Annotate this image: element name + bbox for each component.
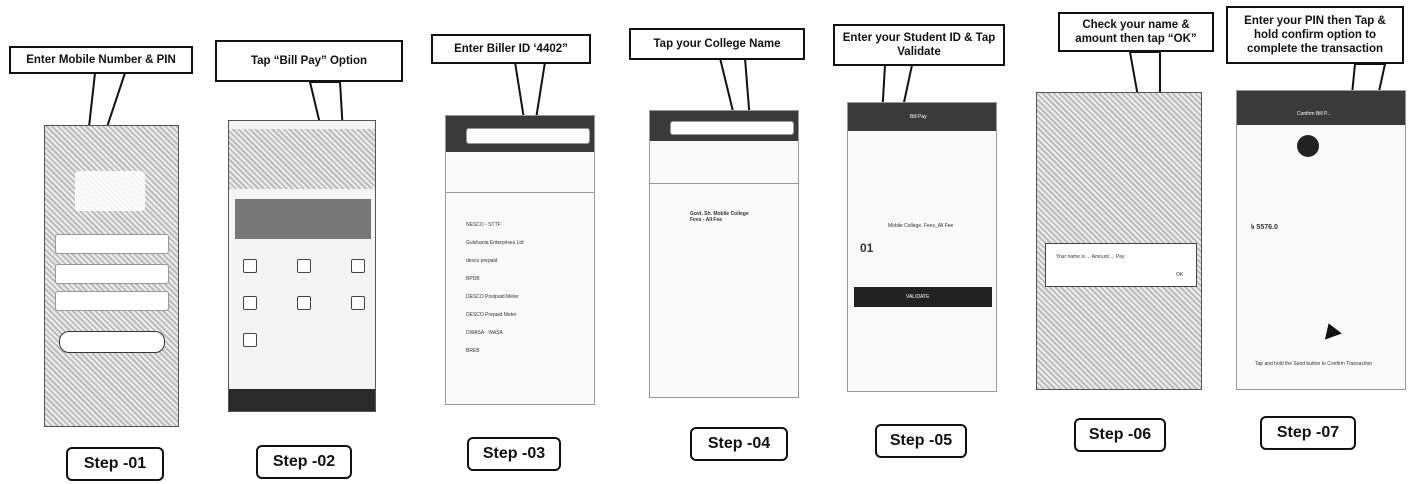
- phone-screen-pin-confirm: Confirm Bill P... ৳ 5576.0 Tap and hold …: [1236, 90, 1406, 390]
- college-search-input[interactable]: [670, 121, 794, 135]
- make-payment-icon[interactable]: [297, 296, 311, 310]
- step-5: Enter your Student ID & Tap Validate Bil…: [817, 0, 1010, 484]
- avatar: [1297, 135, 1319, 157]
- step-label-7: Step -07: [1260, 416, 1356, 450]
- login-button[interactable]: [59, 331, 165, 353]
- step-label-3: Step -03: [467, 437, 561, 471]
- step-label-6: Step -06: [1074, 418, 1166, 452]
- callout-step-7: Enter your PIN then Tap & hold confirm o…: [1226, 6, 1404, 64]
- callout-step-1: Enter Mobile Number & PIN: [9, 46, 193, 74]
- confirm-header: Confirm Bill P...: [1237, 91, 1405, 125]
- phone-screen-student-id: Bill Pay Mobile College, Fees_All Fee 01…: [847, 102, 997, 392]
- student-id-value[interactable]: 01: [860, 241, 874, 255]
- validate-button[interactable]: VALIDATE: [854, 287, 992, 307]
- biller-id-input[interactable]: [466, 128, 590, 144]
- step-label-2: Step -02: [256, 445, 352, 479]
- step-6: Check your name & amount then tap “OK” Y…: [1010, 0, 1220, 484]
- cash-out-icon[interactable]: [243, 296, 257, 310]
- bill-pay-header: Bill Pay: [848, 103, 996, 131]
- home-banner: [229, 129, 375, 189]
- step-label-5: Step -05: [875, 424, 967, 458]
- bill-pay-icon[interactable]: [351, 259, 365, 273]
- operator-field[interactable]: [55, 291, 169, 311]
- send-arrow-icon[interactable]: [1320, 320, 1342, 340]
- mobile-number-field[interactable]: [55, 234, 169, 254]
- phone-screen-login: [44, 125, 179, 427]
- callout-step-4: Tap your College Name: [629, 28, 805, 60]
- callout-step-2: Tap “Bill Pay” Option: [215, 40, 403, 82]
- phone-screen-college-select: Govt. Sh. Mobile College Fees - All Fee: [649, 110, 799, 398]
- college-tabs: [650, 169, 798, 184]
- callout-step-6: Check your name & amount then tap “OK”: [1058, 12, 1214, 52]
- callout-step-3: Enter Biller ID ‘4402”: [431, 34, 591, 64]
- step-2: Tap “Bill Pay” Option Step -02: [200, 0, 405, 484]
- amount-value: ৳ 5576.0: [1251, 224, 1278, 231]
- college-info: Mobile College, Fees_All Fee: [888, 223, 954, 229]
- app-logo: [75, 171, 145, 211]
- step-7: Enter your PIN then Tap & hold confirm o…: [1220, 0, 1426, 484]
- phone-screen-confirm-name: Your name is ... Amount ... Pay OK: [1036, 92, 1202, 390]
- mobile-recharge-icon[interactable]: [297, 259, 311, 273]
- biller-header: [446, 116, 594, 152]
- confirm-hint: Tap and hold the Send button to Confirm …: [1255, 361, 1373, 367]
- callout-step-5: Enter your Student ID & Tap Validate: [833, 24, 1005, 66]
- send-money-icon[interactable]: [243, 259, 257, 273]
- biller-tabs: [446, 178, 594, 193]
- step-1: Enter Mobile Number & PIN Step -01: [0, 0, 200, 484]
- topup-icon[interactable]: [351, 296, 365, 310]
- confirm-dialog: Your name is ... Amount ... Pay OK: [1045, 243, 1197, 287]
- step-label-4: Step -04: [690, 427, 788, 461]
- pin-field[interactable]: [55, 264, 169, 284]
- step-label-1: Step -01: [66, 447, 164, 481]
- bottom-nav: [229, 389, 375, 411]
- promo-banner: [235, 199, 371, 239]
- college-item[interactable]: Govt. Sh. Mobile College Fees - All Fee: [690, 211, 749, 223]
- ok-button[interactable]: OK: [1176, 272, 1184, 278]
- college-header: [650, 111, 798, 141]
- phone-screen-home: [228, 120, 376, 412]
- step-4: Tap your College Name Govt. Sh. Mobile C…: [605, 0, 817, 484]
- more-icon[interactable]: [243, 333, 257, 347]
